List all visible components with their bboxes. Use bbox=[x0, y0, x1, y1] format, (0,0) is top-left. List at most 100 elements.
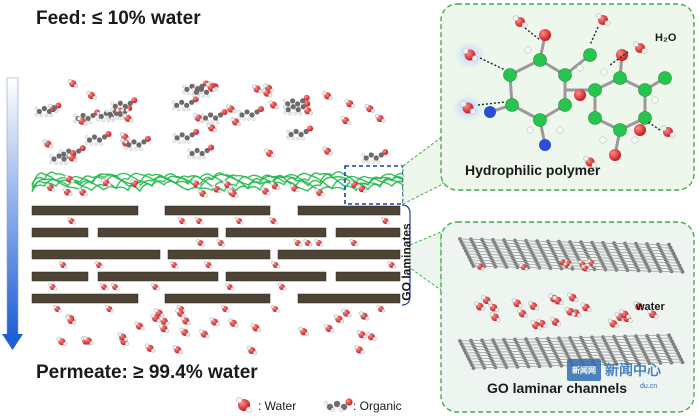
feed-molecules bbox=[34, 78, 389, 165]
water-molecule bbox=[252, 84, 263, 94]
water-molecule bbox=[83, 336, 94, 346]
water-molecule bbox=[349, 239, 359, 247]
water-molecule bbox=[199, 329, 210, 339]
water-molecule bbox=[260, 186, 271, 196]
organic-molecule bbox=[84, 130, 112, 146]
water-molecule bbox=[364, 103, 376, 113]
organic-molecule bbox=[361, 149, 389, 164]
flow-arrow-shaft bbox=[6, 77, 19, 337]
organic-molecule bbox=[286, 125, 314, 141]
water-molecule bbox=[333, 314, 345, 324]
go-sheet bbox=[164, 293, 271, 304]
go-laminates-label-wrap: GO laminates bbox=[389, 212, 425, 312]
water-molecule bbox=[511, 298, 523, 308]
go-sheet bbox=[164, 205, 271, 216]
water-molecule bbox=[354, 345, 365, 355]
organic-molecule bbox=[171, 96, 199, 112]
go-sheet bbox=[31, 227, 89, 238]
water-molecule bbox=[387, 261, 397, 269]
water-molecule bbox=[660, 125, 676, 138]
go-sheet bbox=[225, 227, 327, 238]
water-molecule bbox=[228, 189, 239, 198]
water-molecule bbox=[99, 283, 109, 291]
water-molecule bbox=[303, 239, 313, 247]
water-molecule bbox=[150, 283, 160, 291]
water-molecule bbox=[117, 332, 129, 342]
water-molecule bbox=[261, 88, 273, 98]
water-molecule bbox=[220, 305, 230, 313]
go-sheet bbox=[167, 249, 271, 260]
feed-label: Feed: ≤ 10% water bbox=[36, 8, 201, 29]
water-molecule bbox=[67, 217, 76, 225]
water-molecule bbox=[381, 217, 390, 225]
water-molecule bbox=[250, 323, 262, 333]
water-molecule bbox=[53, 305, 62, 313]
water-molecule bbox=[564, 306, 576, 317]
water-molecule bbox=[322, 91, 333, 101]
water-molecule bbox=[101, 178, 112, 187]
water-molecule bbox=[340, 115, 351, 125]
water-molecule bbox=[196, 239, 205, 247]
water-molecule bbox=[58, 261, 68, 269]
water-molecule bbox=[205, 82, 217, 92]
polymer-molecule-structure bbox=[452, 13, 676, 168]
water-molecule bbox=[65, 315, 77, 325]
organic-molecule bbox=[237, 105, 265, 121]
water-molecule bbox=[567, 292, 579, 303]
water-molecule bbox=[349, 180, 360, 189]
go-sheet bbox=[31, 293, 139, 304]
water-molecule bbox=[270, 305, 280, 313]
legend-organic-label: : Organic bbox=[353, 399, 402, 413]
water-label: water bbox=[636, 301, 665, 313]
water-molecule bbox=[179, 327, 191, 337]
water-molecule bbox=[172, 345, 183, 355]
water-molecule bbox=[550, 316, 562, 327]
water-molecule bbox=[460, 100, 477, 115]
watermark: 新闻网 新闻中心 bbox=[567, 356, 695, 384]
polymer-panel bbox=[440, 3, 695, 191]
water-molecule bbox=[558, 258, 567, 266]
water-molecule bbox=[374, 113, 386, 123]
water-molecule bbox=[177, 217, 187, 225]
water-molecule bbox=[270, 181, 281, 191]
water-molecule bbox=[519, 263, 529, 271]
water-molecule bbox=[607, 318, 619, 329]
water-molecule bbox=[517, 308, 529, 319]
water-molecule bbox=[191, 179, 202, 189]
water-molecule bbox=[158, 323, 170, 333]
watermark-logo: 新闻网 bbox=[567, 359, 601, 381]
organic-molecule bbox=[34, 102, 62, 118]
water-molecule bbox=[269, 217, 278, 225]
water-molecule bbox=[153, 308, 165, 318]
water-molecule bbox=[481, 295, 493, 305]
water-molecule bbox=[76, 116, 88, 126]
go-sheet bbox=[277, 249, 401, 260]
water-molecule bbox=[228, 318, 239, 328]
water-molecule bbox=[105, 305, 114, 313]
go-sheet bbox=[31, 249, 161, 260]
water-molecule bbox=[314, 188, 325, 197]
go-laminates bbox=[31, 205, 401, 313]
water-molecule bbox=[62, 187, 73, 197]
water-molecule bbox=[110, 283, 120, 291]
water-molecule bbox=[289, 183, 300, 193]
water-molecule bbox=[193, 113, 204, 123]
organic-molecule bbox=[187, 144, 215, 160]
water-molecule bbox=[271, 261, 280, 269]
go-laminar-structure bbox=[458, 237, 685, 370]
water-molecule bbox=[197, 188, 208, 198]
water-molecule bbox=[94, 261, 104, 269]
water-molecule bbox=[264, 148, 275, 158]
organic-molecule bbox=[124, 135, 151, 151]
go-laminar-channels-label: GO laminar channels bbox=[487, 380, 628, 396]
water-molecule bbox=[194, 217, 204, 225]
water-molecule bbox=[489, 312, 501, 322]
go-sheet bbox=[297, 293, 401, 304]
water-molecule bbox=[314, 239, 324, 247]
water-molecule bbox=[66, 153, 78, 163]
water-molecule bbox=[180, 316, 192, 326]
water-molecule bbox=[77, 187, 88, 197]
water-molecule bbox=[293, 239, 303, 247]
water-molecule bbox=[169, 261, 179, 269]
water-molecule bbox=[234, 217, 244, 225]
